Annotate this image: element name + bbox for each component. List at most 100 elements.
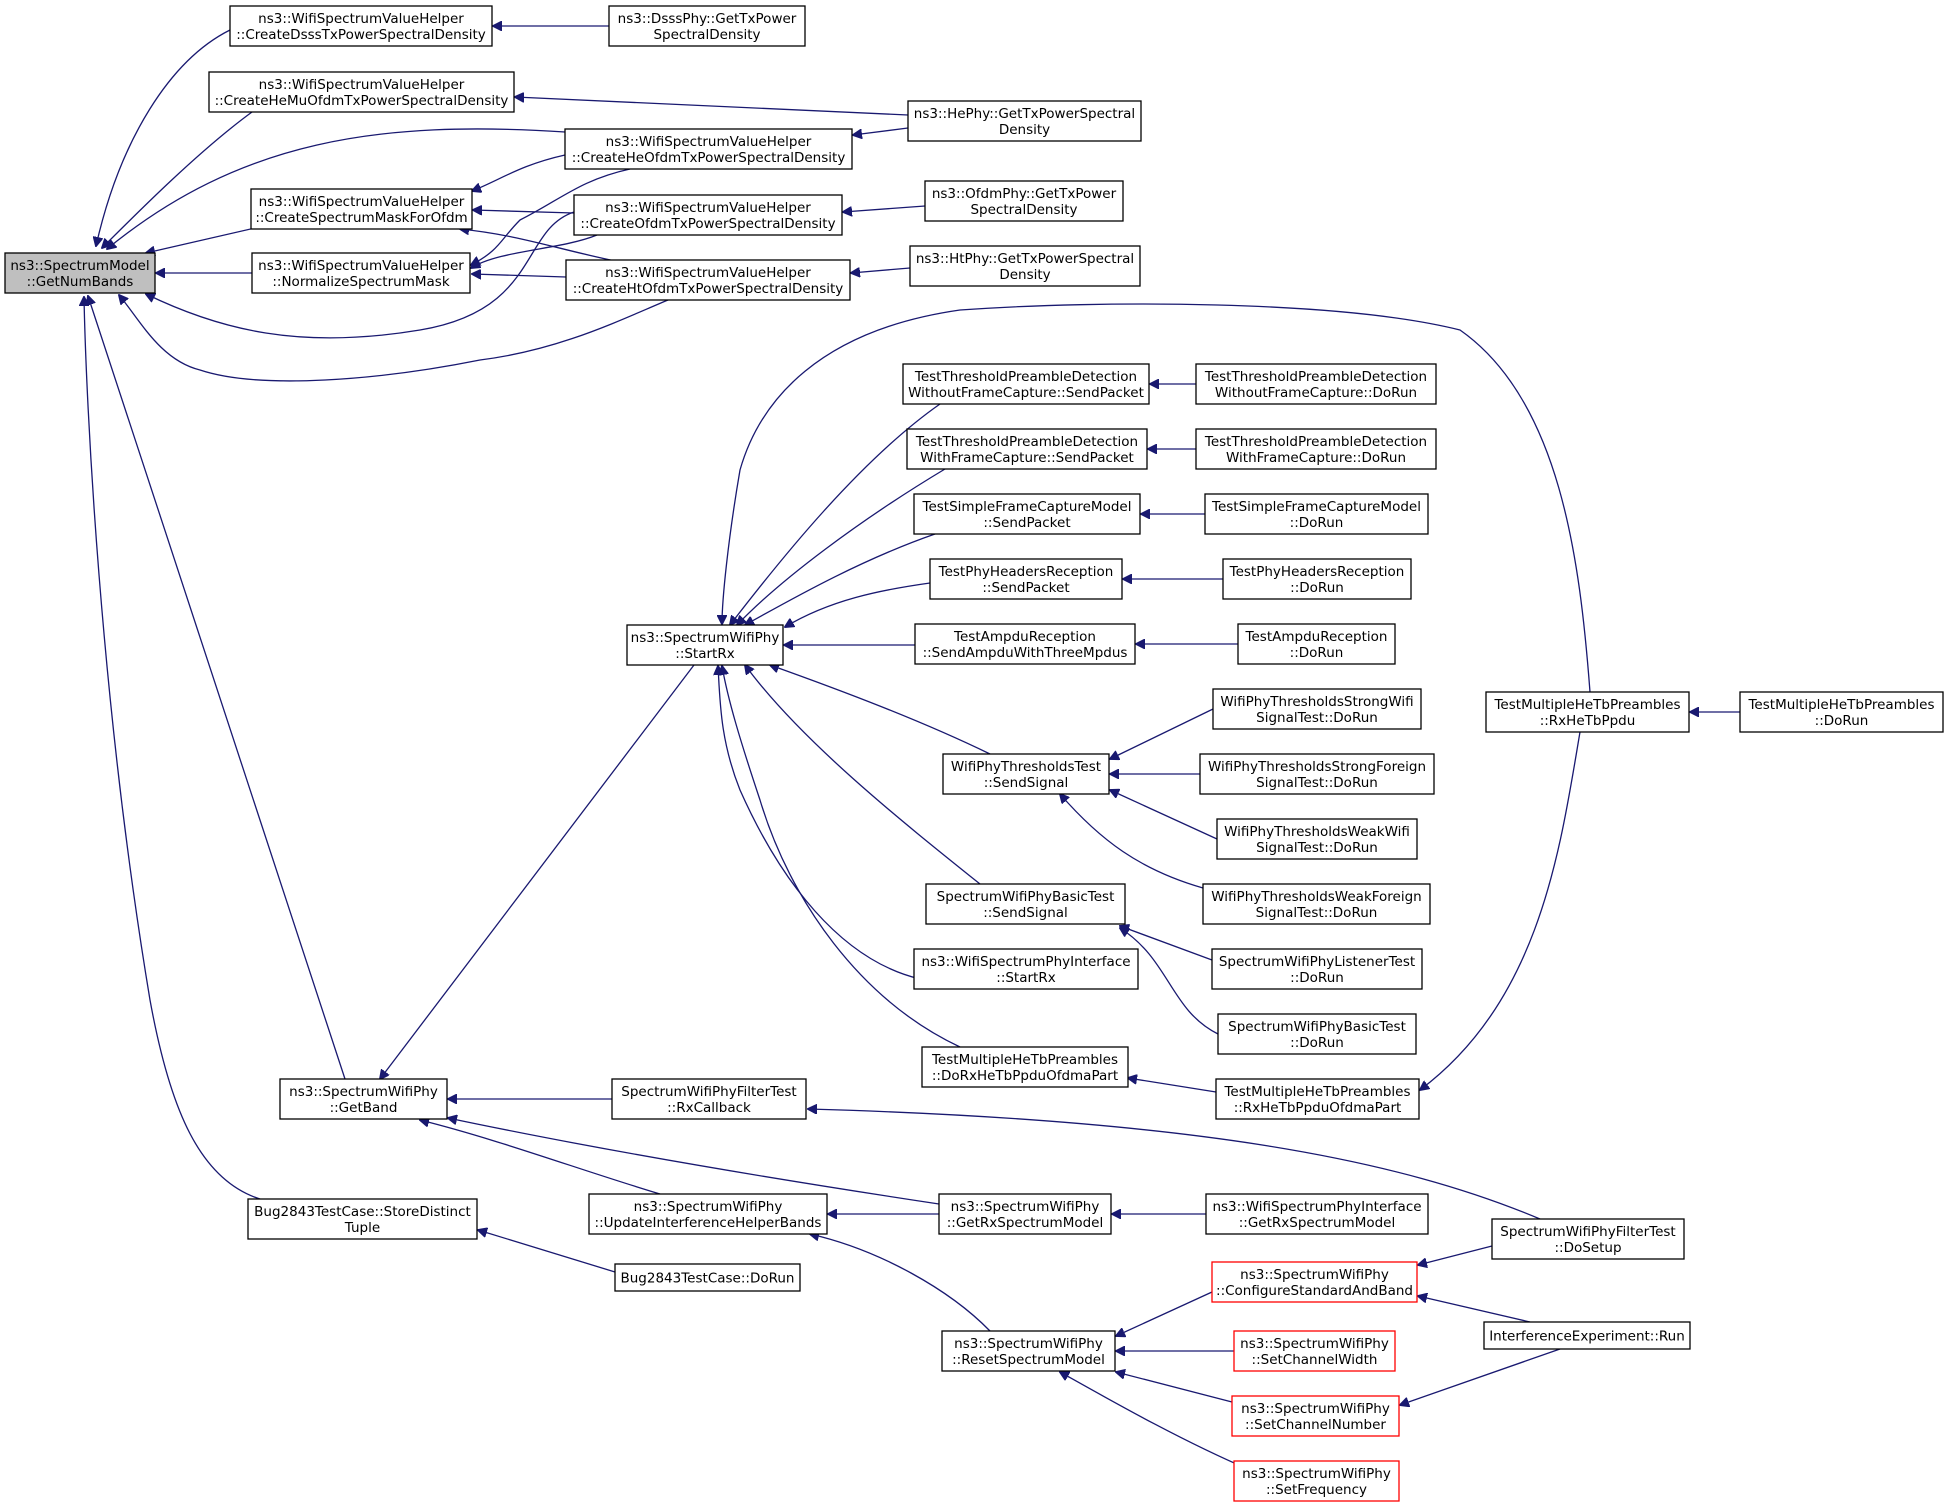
node-csab[interactable]: ns3::SpectrumWifiPhy::ConfigureStandardA… [1211, 1261, 1418, 1303]
node-tphr-run[interactable]: TestPhyHeadersReception::DoRun [1222, 558, 1412, 600]
node-ttpd-w-send[interactable]: TestThresholdPreambleDetectionWithFrameC… [906, 428, 1148, 470]
node-tar-run[interactable]: TestAmpduReception::DoRun [1237, 623, 1396, 665]
node-ttpd-wo-send[interactable]: TestThresholdPreambleDetectionWithoutFra… [902, 363, 1150, 405]
node-swpf-cb[interactable]: SpectrumWifiPhyFilterTest::RxCallback [611, 1078, 807, 1120]
node-box [906, 428, 1148, 470]
node-label-line: ::StartRx [996, 970, 1055, 986]
node-tar-send[interactable]: TestAmpduReception::SendAmpduWithThreeMp… [914, 623, 1136, 665]
node-mask-helper[interactable]: ns3::WifiSpectrumValueHelper::CreateSpec… [250, 188, 473, 230]
node-tmhtp-rx[interactable]: TestMultipleHeTbPreambles::RxHeTbPpdu [1485, 691, 1690, 733]
node-tmhtp-dorx[interactable]: TestMultipleHeTbPreambles::DoRxHeTbPpduO… [921, 1046, 1129, 1088]
node-label-line: SignalTest::DoRun [1256, 905, 1378, 921]
node-label-line: ns3::WifiSpectrumPhyInterface [921, 954, 1130, 970]
node-label-line: ::DoRun [1290, 515, 1344, 531]
node-label-line: TestThresholdPreambleDetection [1204, 369, 1427, 385]
node-ofdm-helper[interactable]: ns3::WifiSpectrumValueHelper::CreateOfdm… [573, 194, 843, 236]
node-label-line: Density [999, 267, 1050, 283]
edge-swpf_setup-to-swpf_cb [808, 1109, 1541, 1220]
node-box [1222, 558, 1412, 600]
node-label-line: TestThresholdPreambleDetection [914, 369, 1137, 385]
edge-wspi_startrx-to-startrx [718, 666, 921, 980]
node-box [902, 363, 1150, 405]
edge-htofdm_helper-to-root [119, 295, 669, 382]
node-box [1491, 1218, 1685, 1260]
node-box [942, 753, 1110, 795]
edge-wpt_sw-to-wpt_send [1110, 708, 1214, 759]
node-ttpd-wo-run[interactable]: TestThresholdPreambleDetectionWithoutFra… [1195, 363, 1437, 405]
node-swpb-run[interactable]: SpectrumWifiPhyBasicTest::DoRun [1217, 1013, 1417, 1055]
node-box [1199, 753, 1435, 795]
node-getrxsm[interactable]: ns3::SpectrumWifiPhy::GetRxSpectrumModel [938, 1193, 1112, 1235]
node-swpb-send[interactable]: SpectrumWifiPhyBasicTest::SendSignal [925, 883, 1126, 925]
edge-tmhtp_rx-to-startrx [722, 303, 1591, 693]
node-bug-run[interactable]: Bug2843TestCase::DoRun [614, 1263, 801, 1292]
node-heofdm-helper[interactable]: ns3::WifiSpectrumValueHelper::CreateHeOf… [564, 128, 853, 170]
edges-layer [84, 26, 1740, 1471]
node-label-line: WifiPhyThresholdsStrongWifi [1220, 694, 1413, 710]
node-label-line: ns3::HtPhy::GetTxPowerSpectral [916, 251, 1134, 267]
node-label-line: ns3::WifiSpectrumPhyInterface [1212, 1199, 1421, 1215]
node-norm-helper[interactable]: ns3::WifiSpectrumValueHelper::NormalizeS… [251, 252, 471, 294]
node-label-line: ::CreateSpectrumMaskForOfdm [255, 210, 467, 226]
node-dsss-helper[interactable]: ns3::WifiSpectrumValueHelper::CreateDsss… [229, 5, 493, 47]
node-tsfc-run[interactable]: TestSimpleFrameCaptureModel::DoRun [1204, 493, 1429, 535]
node-box [921, 1046, 1129, 1088]
node-tphr-send[interactable]: TestPhyHeadersReception::SendPacket [929, 558, 1123, 600]
edge-tmhtp_dorx-to-startrx [722, 666, 961, 1048]
node-label-line: TestAmpduReception [1245, 629, 1388, 645]
node-box [208, 71, 515, 113]
node-box [588, 1193, 828, 1235]
node-ie-run[interactable]: InterferenceExperiment::Run [1483, 1321, 1691, 1350]
node-wpt-sw[interactable]: WifiPhyThresholdsStrongWifiSignalTest::D… [1212, 688, 1422, 730]
node-box [1195, 428, 1437, 470]
node-sf[interactable]: ns3::SpectrumWifiPhy::SetFrequency [1233, 1460, 1400, 1502]
node-label-line: TestSimpleFrameCaptureModel [922, 499, 1132, 515]
node-hemu-helper[interactable]: ns3::WifiSpectrumValueHelper::CreateHeMu… [208, 71, 515, 113]
node-wpt-ww[interactable]: WifiPhyThresholdsWeakWifiSignalTest::DoR… [1216, 818, 1418, 860]
node-htofdm-helper[interactable]: ns3::WifiSpectrumValueHelper::CreateHtOf… [565, 259, 851, 301]
node-startrx[interactable]: ns3::SpectrumWifiPhy::StartRx [626, 624, 784, 666]
node-swpf-setup[interactable]: SpectrumWifiPhyFilterTest::DoSetup [1491, 1218, 1685, 1260]
node-wpt-wf[interactable]: WifiPhyThresholdsWeakForeignSignalTest::… [1202, 883, 1431, 925]
node-box [1485, 691, 1690, 733]
node-box [229, 5, 493, 47]
node-wspi-startrx[interactable]: ns3::WifiSpectrumPhyInterface::StartRx [913, 948, 1139, 990]
node-label-line: ::RxHeTbPpdu [1540, 713, 1636, 729]
node-label-line: ::GetRxSpectrumModel [1239, 1215, 1395, 1231]
node-wspi-getrxsm[interactable]: ns3::WifiSpectrumPhyInterface::GetRxSpec… [1205, 1193, 1429, 1235]
node-uihb[interactable]: ns3::SpectrumWifiPhy::UpdateInterference… [588, 1193, 828, 1235]
node-wpt-sf[interactable]: WifiPhyThresholdsStrongForeignSignalTest… [1199, 753, 1435, 795]
node-label-line: WithFrameCapture::SendPacket [920, 450, 1134, 466]
node-ttpd-w-run[interactable]: TestThresholdPreambleDetectionWithFrameC… [1195, 428, 1437, 470]
node-wpt-send[interactable]: WifiPhyThresholdsTest::SendSignal [942, 753, 1110, 795]
node-label-line: ::SetChannelNumber [1245, 1417, 1386, 1433]
node-tmhtp-rxofdma[interactable]: TestMultipleHeTbPreambles::RxHeTbPpduOfd… [1215, 1078, 1420, 1120]
node-tmhtp-run[interactable]: TestMultipleHeTbPreambles::DoRun [1739, 691, 1944, 733]
node-box [1205, 1193, 1429, 1235]
node-label-line: ns3::WifiSpectrumValueHelper [259, 77, 465, 93]
node-label-line: Bug2843TestCase::DoRun [620, 1271, 794, 1287]
node-box [564, 128, 853, 170]
node-swpl-run[interactable]: SpectrumWifiPhyListenerTest::DoRun [1211, 948, 1423, 990]
edge-hemu_helper-to-root [102, 111, 253, 248]
node-tsfc-send[interactable]: TestSimpleFrameCaptureModel::SendPacket [913, 493, 1141, 535]
node-box [279, 1078, 448, 1120]
node-root[interactable]: ns3::SpectrumModel::GetNumBands [4, 252, 156, 294]
node-label-line: ::SetChannelWidth [1252, 1352, 1378, 1368]
edge-heofdm_helper-to-mask_helper [472, 154, 566, 191]
node-label-line: ns3::SpectrumWifiPhy [1240, 1267, 1389, 1283]
node-box [1233, 1330, 1396, 1372]
node-resetsm[interactable]: ns3::SpectrumWifiPhy::ResetSpectrumModel [941, 1330, 1116, 1372]
edge-tmhtp_rxofdma-to-tmhtp_dorx [1128, 1078, 1217, 1093]
edge-scn-to-resetsm [1116, 1372, 1233, 1403]
node-getband[interactable]: ns3::SpectrumWifiPhy::GetBand [279, 1078, 448, 1120]
node-scn[interactable]: ns3::SpectrumWifiPhy::SetChannelNumber [1231, 1395, 1400, 1437]
node-scw[interactable]: ns3::SpectrumWifiPhy::SetChannelWidth [1233, 1330, 1396, 1372]
node-label-line: ::DoRun [1290, 1035, 1344, 1051]
node-label-line: ::CreateOfdmTxPowerSpectralDensity [580, 216, 835, 232]
